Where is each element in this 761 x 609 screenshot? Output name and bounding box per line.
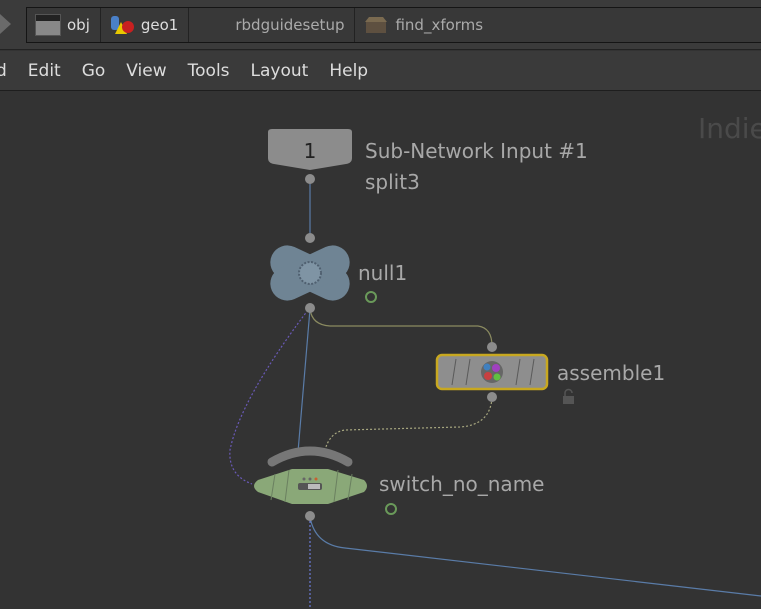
- switch-input-bar[interactable]: [267, 446, 353, 467]
- menu-layout[interactable]: Layout: [250, 60, 309, 81]
- breadcrumb-label: find_xforms: [395, 16, 484, 34]
- time-dependent-icon: [385, 503, 397, 515]
- subnet-input-label: Sub-Network Input #1: [365, 139, 588, 163]
- subnet-input-sublabel: split3: [365, 170, 420, 194]
- subnet-input-node[interactable]: [268, 129, 352, 170]
- back-arrow-icon[interactable]: [0, 14, 11, 34]
- wire: [324, 397, 493, 451]
- null1-label: null1: [358, 261, 408, 285]
- menu-file[interactable]: d: [0, 60, 7, 81]
- time-dependent-icon: [365, 291, 377, 303]
- box-icon: [365, 17, 388, 33]
- input-connector[interactable]: [305, 233, 315, 243]
- menu-help[interactable]: Help: [329, 60, 369, 81]
- menu-edit[interactable]: Edit: [27, 60, 61, 81]
- network-canvas[interactable]: [0, 92, 761, 609]
- geo-shapes-icon: [110, 16, 134, 34]
- null-center-icon: [298, 261, 322, 285]
- breadcrumb-label: obj: [67, 16, 90, 34]
- path-bar: obj geo1 rbdguidesetup find_xforms: [0, 0, 761, 50]
- output-connector[interactable]: [487, 392, 497, 402]
- output-connector[interactable]: [305, 511, 315, 521]
- wire: [229, 309, 309, 485]
- breadcrumb-geo1[interactable]: geo1: [101, 8, 190, 42]
- breadcrumb: obj geo1 rbdguidesetup find_xforms: [26, 7, 761, 43]
- clapboard-icon: [35, 14, 61, 36]
- breadcrumb-obj[interactable]: obj: [27, 8, 101, 42]
- wire: [309, 308, 493, 347]
- output-connector[interactable]: [305, 174, 315, 184]
- input-connector[interactable]: [487, 342, 497, 352]
- menu-tools[interactable]: Tools: [187, 60, 230, 81]
- menu-view[interactable]: View: [126, 60, 167, 81]
- wire: [297, 308, 311, 453]
- menu-go[interactable]: Go: [81, 60, 106, 81]
- switch-icon: [298, 477, 322, 490]
- assemble1-label: assemble1: [557, 361, 666, 385]
- output-connector[interactable]: [305, 303, 315, 313]
- menu-bar: d Edit Go View Tools Layout Help: [0, 51, 761, 91]
- breadcrumb-rbdguidesetup[interactable]: rbdguidesetup: [189, 8, 356, 42]
- breadcrumb-label: geo1: [140, 16, 179, 34]
- lock-icon: [563, 388, 574, 404]
- breadcrumb-label: rbdguidesetup: [235, 16, 345, 34]
- switch-label: switch_no_name: [379, 472, 545, 496]
- wire: [309, 516, 761, 597]
- watermark: Indie: [698, 112, 761, 145]
- assemble-icon: [481, 361, 503, 383]
- breadcrumb-find-xforms[interactable]: find_xforms: [355, 8, 493, 42]
- subnet-input-number: 1: [304, 139, 317, 163]
